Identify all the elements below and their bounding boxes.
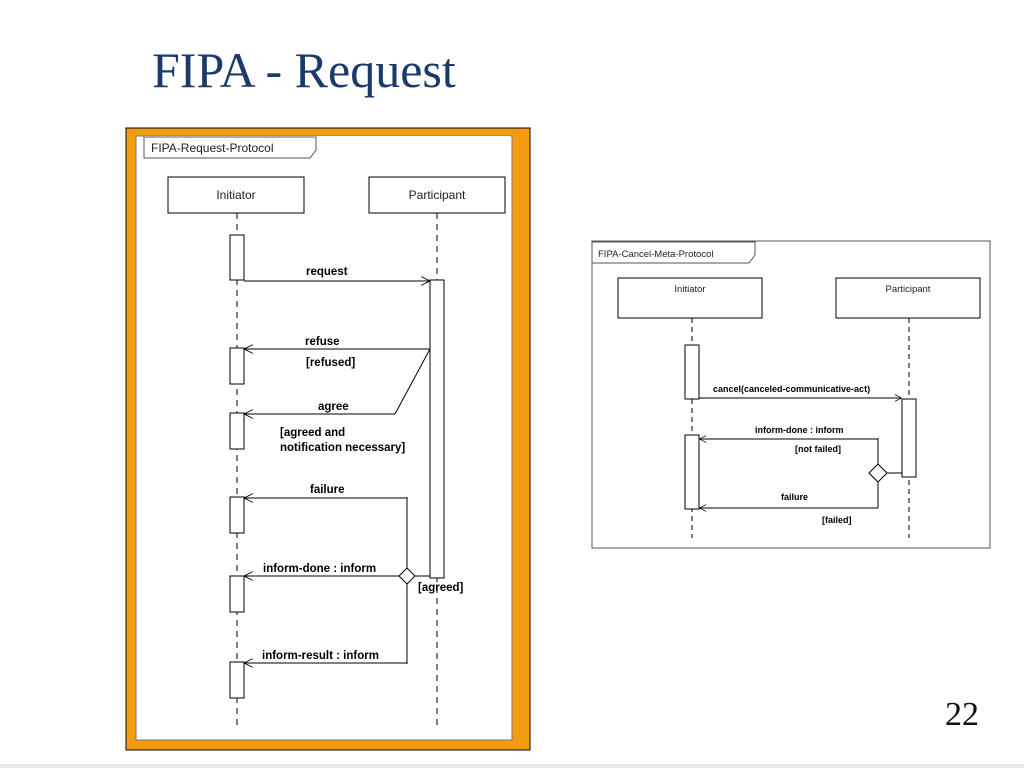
cancel-frame-label: FIPA-Cancel-Meta-Protocol [598,249,713,260]
request-failure-label: failure [310,484,345,496]
request-participant-label: Participant [409,188,466,202]
request-frame-canvas [144,136,510,736]
request-initiator-box [167,176,305,214]
slide-number: 22 [945,696,979,733]
request-request-label: request [306,266,348,278]
cancel-initiator-label: Initiator [674,284,705,295]
request-refuse-label: refuse [305,336,340,348]
request-frame-tab [143,136,317,159]
request-activation-initiator-5 [229,575,245,613]
cancel-activation-participant [901,398,917,478]
cancel-inform-done-label: inform-done : inform [755,425,844,435]
request-frame-label: FIPA-Request-Protocol [151,141,274,155]
cancel-failure-label: failure [781,492,808,502]
request-initiator-label: Initiator [216,188,255,202]
cancel-frame-tab [591,241,756,264]
request-participant-box [368,176,506,214]
cancel-protocol-diagram: FIPA-Cancel-Meta-Protocol Initiator Part… [591,240,991,549]
request-agreed-guard: [agreed] [418,582,464,594]
cancel-activation-initiator-1 [684,344,700,400]
cancel-activation-initiator-2 [684,434,700,510]
request-activation-participant [429,279,445,579]
cancel-failed-guard: [failed] [822,515,852,525]
cancel-cancel-label: cancel(canceled-communicative-act) [713,384,870,394]
request-agreed-guard-line2: notification necessary] [280,442,405,454]
cancel-not-failed-guard: [not failed] [795,444,841,454]
request-activation-initiator-3 [229,412,245,450]
slide-title: FIPA - Request [152,42,456,98]
bottom-rule [0,764,1024,768]
request-decision-diamond [398,567,416,585]
request-activation-initiator-2 [229,347,245,385]
request-activation-initiator-6 [229,661,245,699]
cancel-initiator-box [617,277,763,319]
request-inform-done-label: inform-done : inform [263,563,376,575]
cancel-participant-box [835,277,981,319]
request-agree-branch [394,348,431,415]
request-agreed-guard-line1: [agreed and [280,427,345,439]
request-activation-initiator-4 [229,496,245,534]
cancel-participant-label: Participant [886,284,931,295]
request-inform-result-label: inform-result : inform [262,650,379,662]
cancel-decision-diamond [868,463,888,483]
request-activation-initiator-1 [229,234,245,281]
request-refused-guard: [refused] [306,357,355,369]
request-agree-label: agree [318,401,349,413]
request-protocol-diagram: FIPA-Request-Protocol Initiator Particip… [125,127,531,751]
